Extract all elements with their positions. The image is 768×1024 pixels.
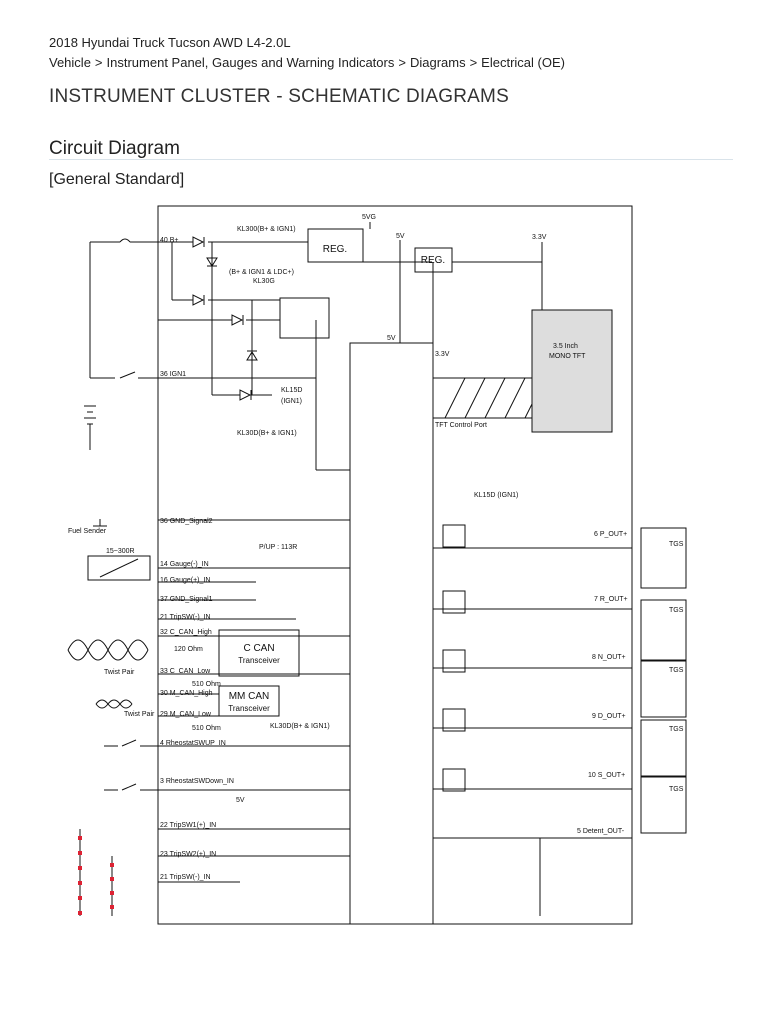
tgs-label: TGS <box>669 726 684 733</box>
pin-label: 40 B+ <box>160 237 179 244</box>
tft-display <box>531 309 613 433</box>
mm-can-transceiver <box>218 685 280 717</box>
breadcrumb-instrument-panel[interactable]: Instrument Panel, Gauges and Warning Ind… <box>106 55 395 70</box>
supply-label: KL30D(B+ & IGN1) <box>270 723 330 730</box>
voltage-label: 3.3V <box>435 351 450 358</box>
pin-label: 7 R_OUT+ <box>594 596 628 603</box>
voltage-label: 5V <box>396 233 405 240</box>
pin-label: 8 N_OUT+ <box>592 654 626 661</box>
tgs-label: TGS <box>669 607 684 614</box>
display-label: 3.5 Inch <box>553 343 578 350</box>
vehicle-title: 2018 Hyundai Truck Tucson AWD L4-2.0L <box>49 35 291 50</box>
tgs-box <box>640 719 687 777</box>
pin-label: 6 P_OUT+ <box>594 531 627 538</box>
resistor-label: 510 Ohm <box>192 725 221 732</box>
resistor-label: P/UP : 113R <box>259 544 297 551</box>
cluster-boundary <box>157 205 633 925</box>
voltage-label: 5V <box>387 335 396 342</box>
pin-label: 36 GND_Signal2 <box>160 518 213 525</box>
mm-can-label: MM CAN <box>229 691 270 702</box>
pin-label: 29 M_CAN_Low <box>160 711 212 718</box>
pin-label: 14 Gauge(-)_IN <box>160 561 209 568</box>
tgs-label: TGS <box>669 786 684 793</box>
regulator-label: REG. <box>421 255 445 266</box>
supply-label: KL30G <box>253 278 275 285</box>
pin-label: 5 Detent_OUT- <box>577 828 625 835</box>
voltage-label: 3.3V <box>532 234 547 241</box>
tft-control-port <box>432 377 533 419</box>
breadcrumb-separator: > <box>398 55 406 70</box>
driver-block <box>442 649 466 673</box>
supply-label: KL15D (IGN1) <box>474 492 518 499</box>
pin-label: 36 IGN1 <box>160 371 186 378</box>
section-heading: Circuit Diagram <box>49 138 180 159</box>
pin-label: 21 TripSW(-)_IN <box>160 874 211 881</box>
section-subheading: [General Standard] <box>49 171 185 188</box>
trip-switch-markers <box>78 836 114 915</box>
pin-label: 16 Gauge(+)_IN <box>160 577 210 584</box>
kl30g-block <box>279 297 330 339</box>
pin-label: 4 RheostatSWUP_IN <box>160 740 226 747</box>
pin-label: 9 D_OUT+ <box>592 713 626 720</box>
tgs-label: TGS <box>669 541 684 548</box>
pin-label: 23 TripSW2(+)_IN <box>160 851 216 858</box>
mcu-block <box>349 342 434 924</box>
display-label: MONO TFT <box>549 353 586 360</box>
supply-label: (B+ & IGN1 & LDC+) <box>229 269 294 276</box>
breadcrumb-diagrams[interactable]: Diagrams <box>409 55 466 70</box>
driver-block <box>442 524 466 548</box>
supply-label: KL15D <box>281 387 302 394</box>
c-can-transceiver <box>218 629 300 677</box>
supply-label: (IGN1) <box>281 398 302 405</box>
pin-label: 37 GND_Signal1 <box>160 596 213 603</box>
tgs-box <box>640 660 687 718</box>
tgs-box <box>640 527 687 589</box>
tgs-box <box>640 599 687 661</box>
twist-pair-label: Twist Pair <box>104 669 135 676</box>
tgs-label: TGS <box>669 667 684 674</box>
voltage-label: 5VG <box>362 214 376 221</box>
pin-label: 21 TripSW(-)_IN <box>160 614 211 621</box>
breadcrumb-electrical[interactable]: Electrical (OE) <box>481 55 565 70</box>
resistor-label: 120 Ohm <box>174 646 203 653</box>
tgs-box <box>640 776 687 834</box>
pin-label: 33 C_CAN_Low <box>160 668 211 675</box>
voltage-label: 5V <box>236 797 245 804</box>
regulator-label: REG. <box>323 244 347 255</box>
supply-label: KL30D(B+ & IGN1) <box>237 430 297 437</box>
supply-label: KL300(B+ & IGN1) <box>237 226 296 233</box>
fuel-sender-label: Fuel Sender <box>68 528 107 535</box>
pin-label: 22 TripSW1(+)_IN <box>160 822 216 829</box>
twist-pair-label: Twist Pair <box>124 711 155 718</box>
pin-label: 30 M_CAN_High <box>160 690 213 697</box>
breadcrumb-separator: > <box>94 55 103 70</box>
c-can-label: C CAN <box>243 643 274 654</box>
mm-can-sublabel: Transceiver <box>228 704 270 713</box>
resistor-label: 510 Ohm <box>192 681 221 688</box>
pin-label: 3 RheostatSWDown_IN <box>160 778 234 785</box>
c-can-sublabel: Transceiver <box>238 656 280 665</box>
breadcrumb: Vehicle>Instrument Panel, Gauges and War… <box>49 55 565 70</box>
regulator-5vg <box>307 228 364 263</box>
tft-port-label: TFT Control Port <box>435 422 487 429</box>
section-divider <box>49 159 733 160</box>
driver-block <box>442 590 466 614</box>
sender-range-label: 15~300R <box>106 548 135 555</box>
fuel-sender-resistor <box>87 555 151 581</box>
breadcrumb-vehicle[interactable]: Vehicle <box>49 55 91 70</box>
driver-block <box>442 768 466 792</box>
page-title: INSTRUMENT CLUSTER - SCHEMATIC DIAGRAMS <box>49 86 509 107</box>
breadcrumb-separator: > <box>469 55 478 70</box>
pin-label: 32 C_CAN_High <box>160 629 212 636</box>
driver-block <box>442 708 466 732</box>
pin-label: 10 S_OUT+ <box>588 772 625 779</box>
